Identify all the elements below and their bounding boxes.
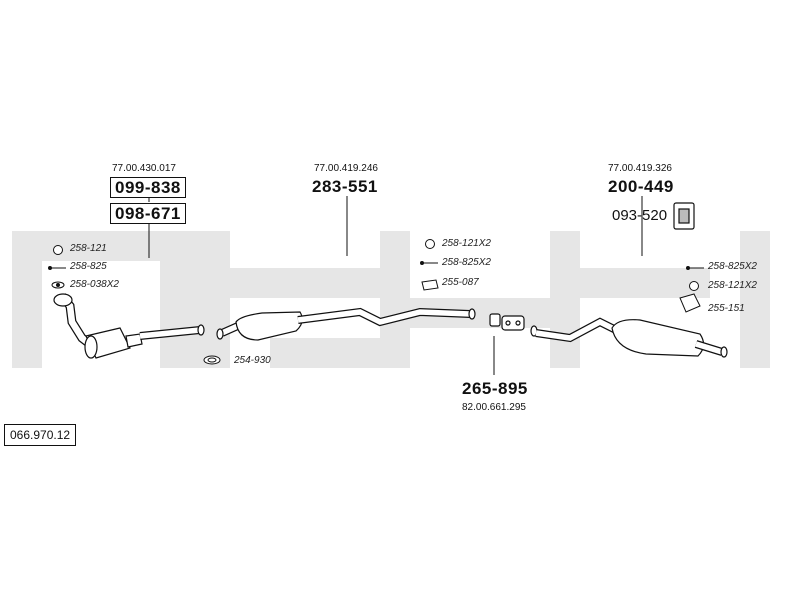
hanger-icon	[421, 279, 439, 291]
front-pipe-catalyst	[53, 293, 205, 359]
rubber-mount-icon	[679, 293, 701, 313]
front-acc-2[interactable]: 258-825	[70, 261, 107, 272]
rear-bracket-093-520	[673, 202, 695, 230]
rear-acc-3[interactable]: 255-151	[708, 303, 745, 314]
middle-part[interactable]: 283-551	[312, 177, 378, 196]
ring-icon	[53, 245, 63, 255]
rear-acc-1[interactable]: 258-825X2	[708, 261, 757, 272]
middle-oe-ref: 77.00.419.246	[314, 163, 378, 174]
rear-part[interactable]: 200-449	[608, 177, 674, 196]
connector-acc-1[interactable]: 258-121X2	[442, 238, 491, 249]
front-part-primary[interactable]: 099-838	[110, 177, 186, 198]
front-acc-3[interactable]: 258-038X2	[70, 279, 119, 290]
rear-silencer	[530, 317, 728, 358]
connector-oe-ref: 82.00.661.295	[462, 402, 526, 413]
connector-part[interactable]: 265-895	[462, 379, 528, 398]
front-acc-1[interactable]: 258-121	[70, 243, 107, 254]
front-part-secondary[interactable]: 098-671	[110, 203, 186, 224]
rear-secondary-part[interactable]: 093-520	[612, 207, 668, 224]
rear-acc-2[interactable]: 258-121X2	[708, 280, 757, 291]
rear-oe-ref: 77.00.419.326	[608, 163, 672, 174]
ring-icon	[689, 281, 699, 291]
catalog-number: 066.970.12	[4, 424, 77, 446]
front-acc-gasket[interactable]: 254-930	[234, 355, 271, 366]
connector-acc-2[interactable]: 258-825X2	[442, 257, 491, 268]
middle-silencer	[216, 307, 476, 341]
front-oe-ref: 77.00.430.017	[112, 163, 176, 174]
connector-clamp	[489, 313, 525, 331]
connector-acc-3[interactable]: 255-087	[442, 277, 479, 288]
ring-icon	[425, 239, 435, 249]
